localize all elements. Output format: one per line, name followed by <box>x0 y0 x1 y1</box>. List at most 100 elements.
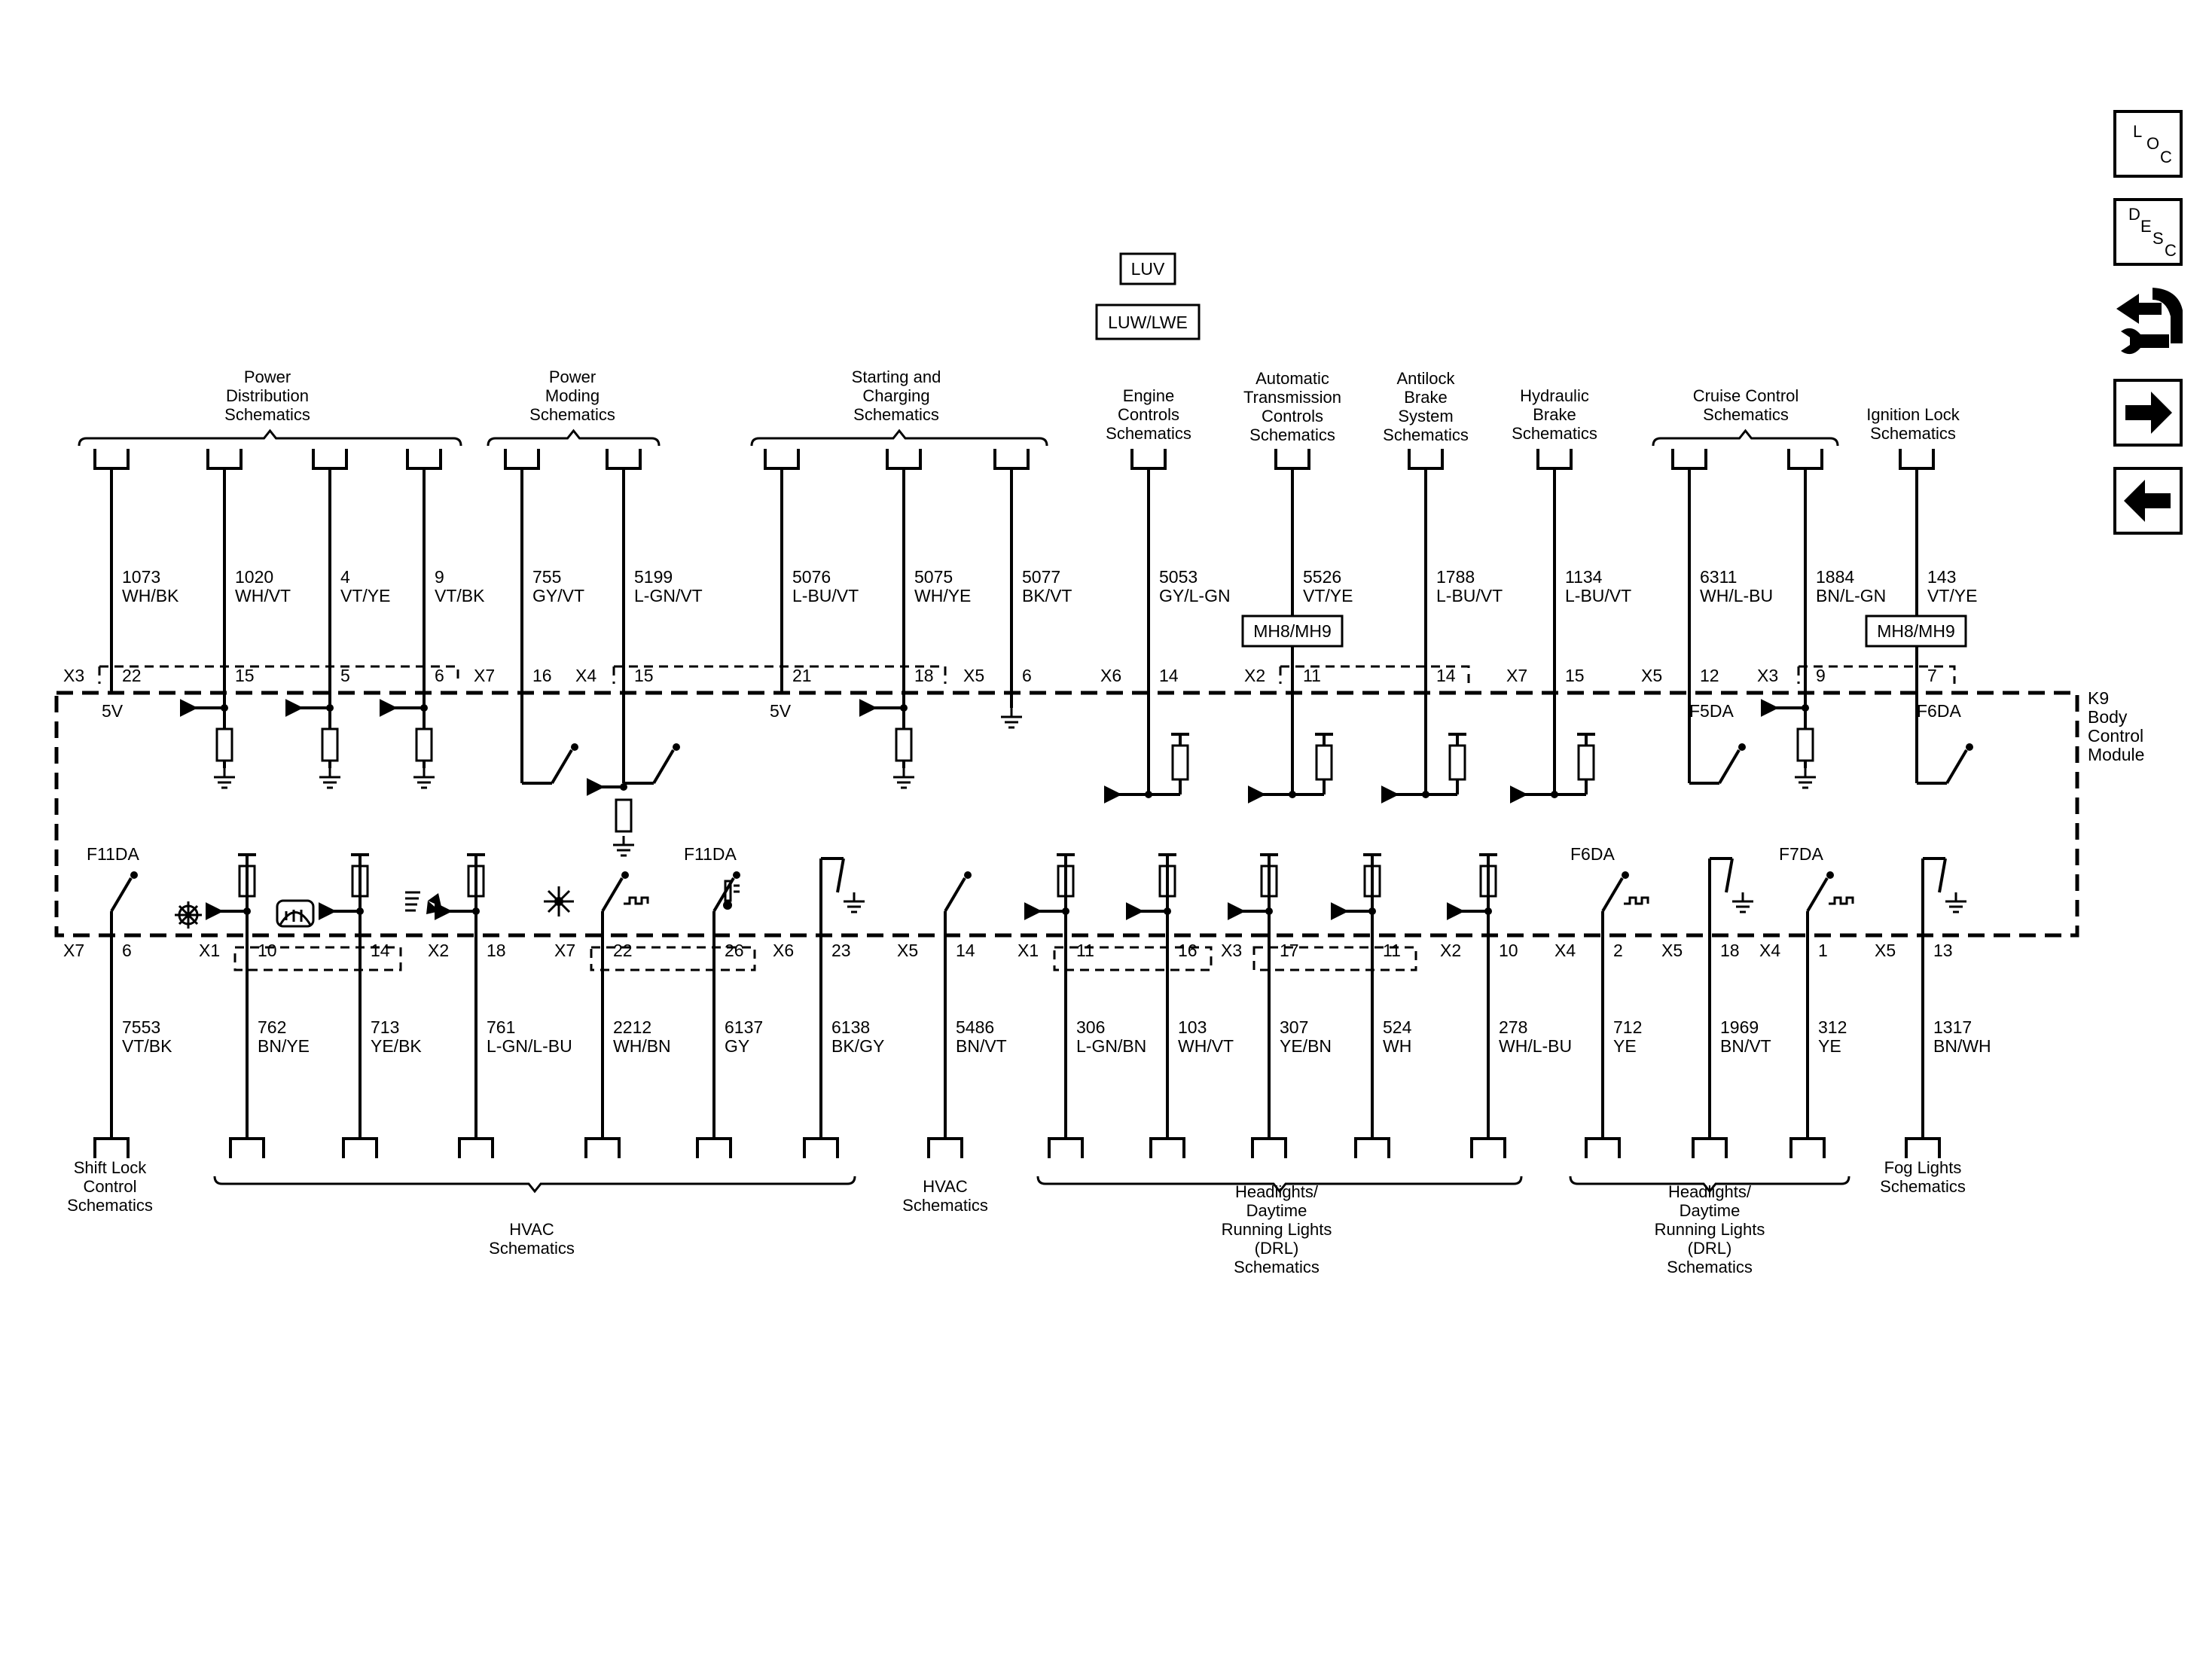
pin-number: 10 <box>258 941 277 960</box>
arrow-left-icon <box>2124 480 2171 522</box>
top-group-line: Power <box>549 367 596 386</box>
wire-color: BN/WH <box>1933 1036 1991 1056</box>
wire-color: L-GN/BN <box>1076 1036 1146 1056</box>
wire-circuit-number: 4 <box>340 567 350 587</box>
pin-number: 11 <box>1076 941 1094 960</box>
connector-id: X6 <box>773 941 794 960</box>
top-group-line: Automatic <box>1256 369 1329 388</box>
top-group-line: Schematics <box>1512 424 1597 443</box>
service-tool-icon[interactable] <box>2116 288 2183 355</box>
pin-number: 16 <box>1178 941 1198 960</box>
arrow-right-icon <box>2125 392 2172 434</box>
body-control-module-outline <box>54 691 2079 938</box>
top-group-line: Schematics <box>1383 425 1469 444</box>
connector-id: X6 <box>1100 666 1121 685</box>
wire-circuit-number: 312 <box>1818 1017 1847 1037</box>
wire-circuit-number: 762 <box>258 1017 286 1037</box>
wire-circuit-number: 1884 <box>1816 567 1854 587</box>
next-button[interactable] <box>2113 379 2183 447</box>
desc-button[interactable]: D E S C <box>2113 198 2183 266</box>
bottom-group-line: Schematics <box>902 1196 988 1215</box>
desc-letter-4: C <box>2165 241 2177 260</box>
connector-x2-top-outline <box>1279 665 1470 684</box>
svg-text:MH8/MH9: MH8/MH9 <box>1253 621 1332 641</box>
wire-color: WH/YE <box>914 586 971 605</box>
inner-label-f6da-bottom: F6DA <box>1570 844 1615 864</box>
desc-letter-2: E <box>2140 217 2152 236</box>
option-luv: LUV <box>1119 252 1176 285</box>
wire-circuit-number: 5199 <box>634 567 673 587</box>
inner-label-f11da-2: F11DA <box>684 844 737 864</box>
wire-color: BN/YE <box>258 1036 310 1056</box>
pin-number: 13 <box>1933 941 1953 960</box>
wire-circuit-number: 1020 <box>235 567 273 587</box>
wire-color: YE <box>1818 1036 1841 1056</box>
connector-x4-outline <box>612 665 947 684</box>
top-group-line: Schematics <box>1870 424 1956 443</box>
connector-id: X3 <box>63 666 84 685</box>
wire-circuit-number: 1969 <box>1720 1017 1759 1037</box>
pin-number: 5 <box>340 666 350 685</box>
pin-number: 22 <box>122 666 142 685</box>
wire-color: YE/BK <box>371 1036 422 1056</box>
top-group-line: Engine <box>1123 386 1175 405</box>
back-button[interactable] <box>2113 467 2183 535</box>
connector-id: X3 <box>1221 941 1242 960</box>
wire-color: VT/BK <box>435 586 485 605</box>
wire-color: GY <box>725 1036 749 1056</box>
pin-number: 14 <box>371 941 390 960</box>
top-wire-9: 9VT/BK6 <box>379 449 485 789</box>
pin-number: 14 <box>1159 666 1179 685</box>
loc-button[interactable]: L O C <box>2113 110 2183 178</box>
wire-color: VT/YE <box>340 586 390 605</box>
loc-letter-3: C <box>2160 148 2172 166</box>
svg-text:LUW/LWE: LUW/LWE <box>1108 313 1188 332</box>
defrost-icon <box>175 901 202 929</box>
bottom-group-line: Control <box>84 1177 137 1196</box>
top-group-line: Brake <box>1533 405 1576 424</box>
pin-number: 18 <box>914 666 934 685</box>
connector-id: X7 <box>63 941 84 960</box>
top-group-line: Power <box>244 367 291 386</box>
wire-color: L-GN/VT <box>634 586 703 605</box>
wire-color: WH/L-BU <box>1700 586 1773 605</box>
inner-label-f11da-1: F11DA <box>87 844 140 864</box>
wire-circuit-number: 5076 <box>792 567 831 587</box>
pin-number: 14 <box>956 941 975 960</box>
connector-id: X5 <box>1641 666 1662 685</box>
wire-circuit-number: 1134 <box>1565 567 1603 587</box>
wire-circuit-number: 9 <box>435 567 444 587</box>
connector-id: X2 <box>1440 941 1461 960</box>
pin-number: 15 <box>1565 666 1585 685</box>
top-group-line: Starting and <box>852 367 941 386</box>
wire-color: WH/BN <box>613 1036 671 1056</box>
wire-color: YE <box>1613 1036 1637 1056</box>
bottom-group-line: HVAC <box>509 1220 554 1239</box>
pin-number: 16 <box>532 666 552 685</box>
bottom-group-line: Shift Lock <box>74 1158 148 1177</box>
rear-defog-icon <box>276 899 315 928</box>
top-group-line: Schematics <box>853 405 939 424</box>
